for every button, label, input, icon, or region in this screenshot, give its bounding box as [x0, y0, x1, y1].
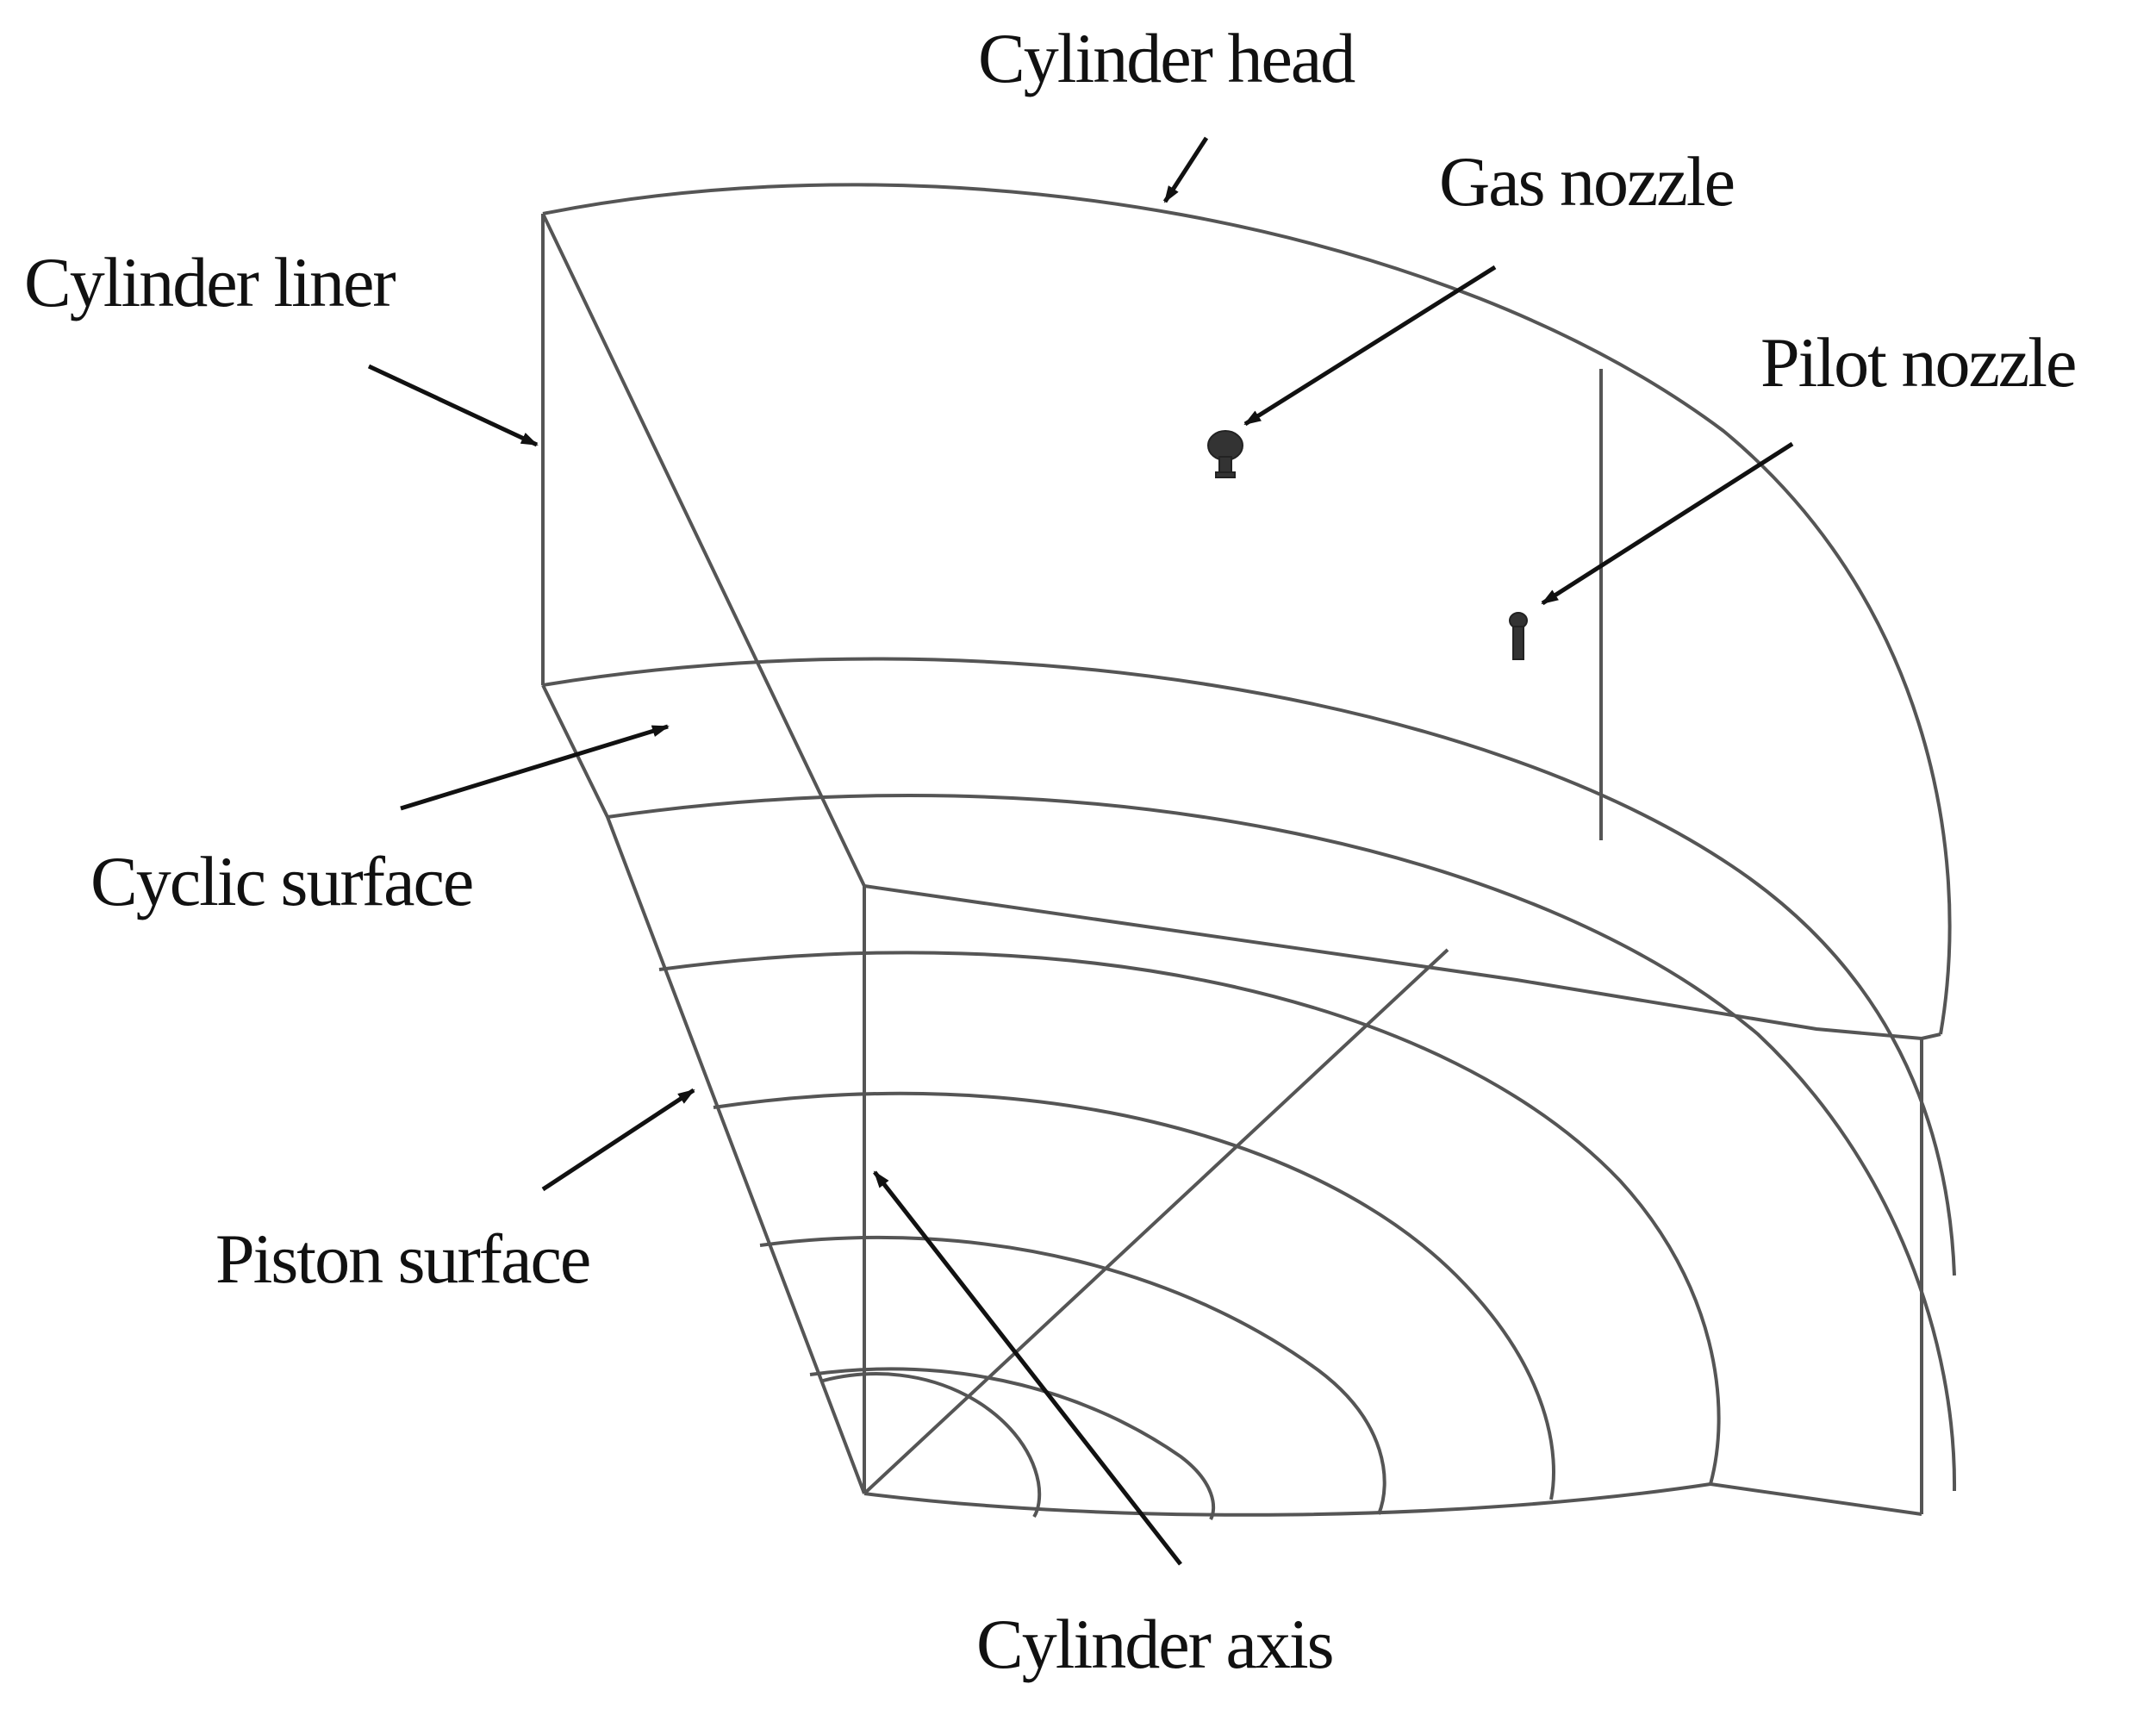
- cylinder-liner-arrow: [367, 364, 539, 447]
- pilot-nozzle-shape: [1509, 612, 1528, 660]
- cylinder-head-arc: [542, 183, 1952, 1035]
- cyclic-surface-arrow: [400, 724, 670, 811]
- piston-arc-1: [607, 794, 1957, 1492]
- label-gas-nozzle: Gas nozzle: [1439, 142, 1734, 221]
- piston-arc-5: [809, 1367, 1216, 1520]
- cylinder-head-arrow: [1162, 136, 1209, 203]
- label-cylinder-head: Cylinder head: [978, 19, 1355, 97]
- right-lower-cut: [1920, 1032, 1941, 1514]
- piston-arc-2: [658, 951, 1721, 1485]
- pilot-nozzle-arrow: [1541, 441, 1794, 606]
- label-piston-surface: Piston surface: [215, 1219, 589, 1298]
- axis-top-edge: [863, 884, 1922, 1040]
- label-pilot-nozzle: Pilot nozzle: [1760, 323, 2075, 402]
- sector-diagonal-edge: [541, 213, 866, 887]
- piston-arc-3: [713, 1091, 1555, 1500]
- piston-radial-line: [863, 948, 1449, 1495]
- label-cylinder-axis: Cylinder axis: [976, 1605, 1333, 1683]
- diagram-labels: Cylinder head Gas nozzle Cylinder liner …: [24, 19, 2077, 1683]
- label-cyclic-surface: Cyclic surface: [90, 842, 472, 920]
- label-cylinder-liner: Cylinder liner: [24, 243, 396, 321]
- piston-arc-6: [822, 1372, 1042, 1519]
- piston-surface-arrow: [541, 1088, 695, 1192]
- sector-geometry: [541, 183, 1957, 1520]
- leader-arrows: [367, 136, 1794, 1566]
- piston-bottom-edge: [863, 1482, 1922, 1517]
- cyclic-surface-upper-arc: [542, 657, 1956, 1276]
- gas-nozzle-shape: [1207, 430, 1243, 478]
- gas-nozzle-arrow: [1243, 265, 1497, 427]
- cylinder-axis-arrow: [873, 1170, 1182, 1566]
